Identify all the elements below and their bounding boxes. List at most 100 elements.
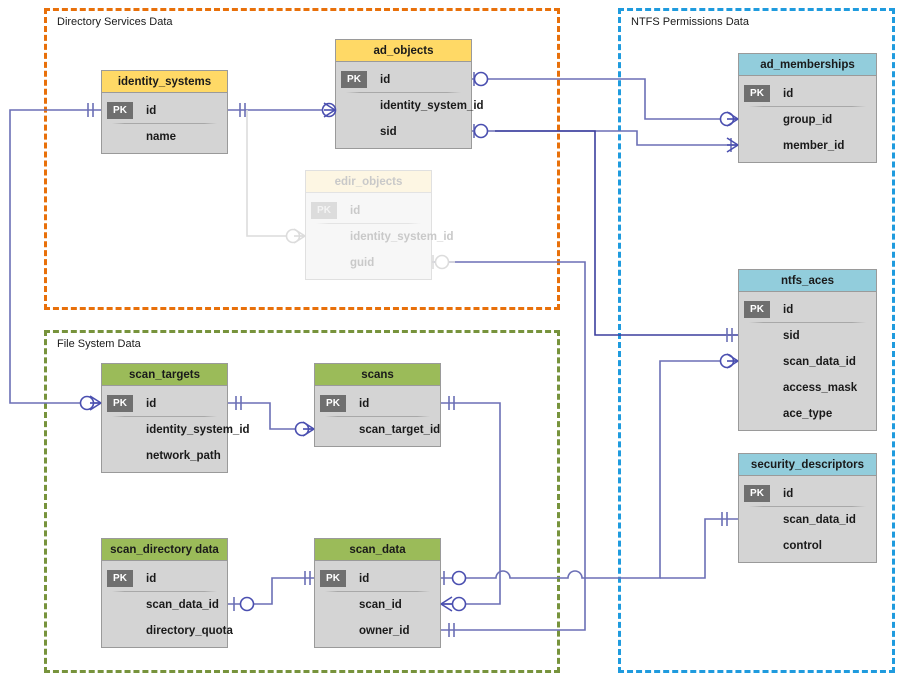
field-label: id xyxy=(146,398,157,410)
field-scan_data-owner_id[interactable]: owner_id xyxy=(315,618,440,644)
field-label: identity_system_id xyxy=(350,231,454,243)
field-security_descriptors-scan_data_id[interactable]: scan_data_id xyxy=(739,507,876,533)
field-label: id xyxy=(146,105,157,117)
entity-title-ad_objects: ad_objects xyxy=(336,40,471,62)
field-label: sid xyxy=(380,126,397,138)
field-ntfs_aces-access_mask[interactable]: access_mask xyxy=(739,375,876,401)
field-label: id xyxy=(359,573,370,585)
entity-title-scan_targets: scan_targets xyxy=(102,364,227,386)
entity-title-ntfs_aces: ntfs_aces xyxy=(739,270,876,292)
pk-badge: PK xyxy=(107,570,133,587)
field-label: scan_data_id xyxy=(146,599,219,611)
field-security_descriptors-control[interactable]: control xyxy=(739,533,876,559)
field-ad_objects-sid[interactable]: sid xyxy=(336,119,471,145)
entity-fields-ntfs_aces: PK id sid scan_data_id access_mask ace_type xyxy=(739,292,876,432)
pk-divider xyxy=(316,223,421,224)
field-label: member_id xyxy=(783,140,845,152)
entity-title-edir_objects: edir_objects xyxy=(306,171,431,193)
field-label: access_mask xyxy=(783,382,858,394)
field-ntfs_aces-sid[interactable]: sid xyxy=(739,323,876,349)
pk-divider xyxy=(325,591,430,592)
field-label: directory_quota xyxy=(146,625,233,637)
field-label: control xyxy=(783,540,822,552)
field-label: id xyxy=(783,304,794,316)
field-ntfs_aces-id[interactable]: PK id xyxy=(739,297,876,323)
field-label: scan_data_id xyxy=(783,356,856,368)
pk-divider xyxy=(112,591,217,592)
field-label: identity_system_id xyxy=(146,424,250,436)
field-scan_data-scan_id[interactable]: scan_id xyxy=(315,592,440,618)
group-label-ntfs-permissions: NTFS Permissions Data xyxy=(631,16,749,28)
field-label: guid xyxy=(350,257,375,269)
pk-divider xyxy=(346,92,461,93)
field-label: scan_id xyxy=(359,599,402,611)
field-ntfs_aces-scan_data_id[interactable]: scan_data_id xyxy=(739,349,876,375)
field-label: ace_type xyxy=(783,408,833,420)
pk-badge: PK xyxy=(744,485,770,502)
field-edir_objects-identity_system_id[interactable]: identity_system_id xyxy=(306,224,454,250)
entity-title-scan_directory_data: scan_directory data xyxy=(102,539,227,561)
pk-badge: PK xyxy=(107,395,133,412)
field-label: network_path xyxy=(146,450,221,462)
field-scan_targets-id[interactable]: PK id xyxy=(102,391,227,417)
pk-divider xyxy=(112,416,217,417)
group-label-file-system: File System Data xyxy=(57,338,141,350)
field-label: owner_id xyxy=(359,625,410,637)
pk-badge: PK xyxy=(744,85,770,102)
field-label: id xyxy=(783,88,794,100)
field-label: group_id xyxy=(783,114,833,126)
entity-title-scan_data: scan_data xyxy=(315,539,440,561)
field-label: name xyxy=(146,131,177,143)
pk-badge: PK xyxy=(107,102,133,119)
field-label: scan_data_id xyxy=(783,514,856,526)
field-scans-scan_target_id[interactable]: scan_target_id xyxy=(315,417,440,443)
group-ntfs-permissions xyxy=(618,8,895,673)
entity-title-security_descriptors: security_descriptors xyxy=(739,454,876,476)
pk-divider xyxy=(325,416,430,417)
entity-fields-ad_memberships: PK id group_id member_id xyxy=(739,76,876,164)
pk-divider xyxy=(749,506,866,507)
field-ad_objects-identity_system_id[interactable]: identity_system_id xyxy=(336,93,484,119)
field-label: id xyxy=(783,488,794,500)
field-scan_directory_data-scan_data_id[interactable]: scan_data_id xyxy=(102,592,227,618)
group-directory-services xyxy=(44,8,560,310)
field-edir_objects-guid[interactable]: guid xyxy=(306,250,431,276)
field-scan_directory_data-directory_quota[interactable]: directory_quota xyxy=(102,618,233,644)
field-identity_systems-id[interactable]: PK id xyxy=(102,98,227,124)
pk-badge: PK xyxy=(744,301,770,318)
pk-badge: PK xyxy=(311,202,337,219)
field-scan_targets-identity_system_id[interactable]: identity_system_id xyxy=(102,417,250,443)
pk-badge: PK xyxy=(341,71,367,88)
field-ad_memberships-id[interactable]: PK id xyxy=(739,81,876,107)
field-ad_memberships-group_id[interactable]: group_id xyxy=(739,107,876,133)
field-ntfs_aces-ace_type[interactable]: ace_type xyxy=(739,401,876,427)
entity-title-scans: scans xyxy=(315,364,440,386)
pk-badge: PK xyxy=(320,395,346,412)
field-scan_targets-network_path[interactable]: network_path xyxy=(102,443,227,469)
field-ad_memberships-member_id[interactable]: member_id xyxy=(739,133,876,159)
field-security_descriptors-id[interactable]: PK id xyxy=(739,481,876,507)
field-identity_systems-name[interactable]: name xyxy=(102,124,227,150)
entity-title-ad_memberships: ad_memberships xyxy=(739,54,876,76)
